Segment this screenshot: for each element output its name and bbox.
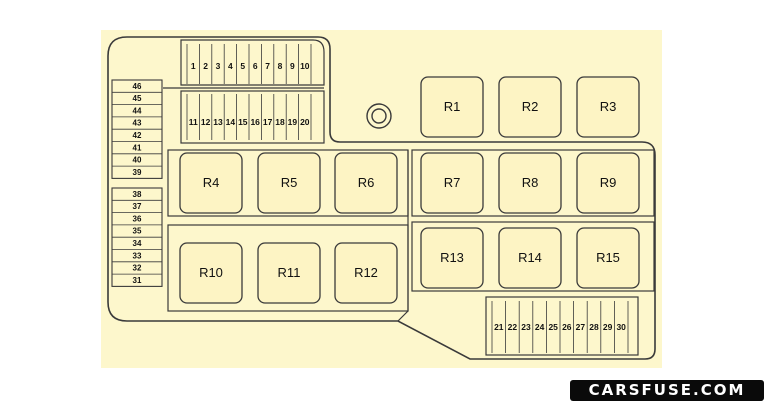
fuse-32-label: 32	[133, 264, 142, 273]
fuse-20-label: 20	[300, 117, 310, 127]
fuse-7-label: 7	[265, 61, 270, 71]
fuse-25-label: 25	[548, 322, 558, 332]
relay-label: R15	[596, 250, 620, 265]
fuse-28-label: 28	[589, 322, 599, 332]
relay-label: R7	[444, 175, 461, 190]
fuse-12-label: 12	[201, 117, 211, 127]
relay-r10: R10	[179, 242, 243, 304]
relay-r8: R8	[498, 152, 562, 214]
fuse-5-label: 5	[240, 61, 245, 71]
relay-r7: R7	[420, 152, 484, 214]
fuse-29-label: 29	[603, 322, 613, 332]
fuse-17-label: 17	[263, 117, 273, 127]
fuse-8-label: 8	[278, 61, 283, 71]
relay-r4: R4	[179, 152, 243, 214]
relay-r14: R14	[498, 227, 562, 289]
fuse-3-label: 3	[216, 61, 221, 71]
fuse-42-label: 42	[133, 131, 142, 140]
fuse-6-label: 6	[253, 61, 258, 71]
fuse-11-label: 11	[189, 117, 198, 127]
relay-label: R1	[444, 99, 461, 114]
fuse-23-label: 23	[521, 322, 531, 332]
fuse-33-label: 33	[133, 251, 142, 260]
fuse-31-label: 31	[133, 276, 142, 285]
fuse-16-label: 16	[250, 117, 260, 127]
relay-r11: R11	[257, 242, 321, 304]
fuse-15-label: 15	[238, 117, 248, 127]
relay-r9: R9	[576, 152, 640, 214]
fuse-38-label: 38	[133, 190, 142, 199]
relay-label: R4	[203, 175, 220, 190]
relay-r13: R13	[420, 227, 484, 289]
relay-r5: R5	[257, 152, 321, 214]
relay-label: R13	[440, 250, 464, 265]
fuse-24-label: 24	[535, 322, 545, 332]
fuse-46-label: 46	[133, 82, 142, 91]
relay-r12: R12	[334, 242, 398, 304]
mounting-stud-icon	[366, 103, 392, 129]
fuse-40-label: 40	[133, 156, 142, 165]
fuse-22-label: 22	[508, 322, 518, 332]
watermark-logo: CARSFUSE.COM	[570, 380, 764, 401]
relay-r6: R6	[334, 152, 398, 214]
fuse-4-label: 4	[228, 61, 233, 71]
relay-r15: R15	[576, 227, 640, 289]
relay-label: R9	[600, 175, 617, 190]
fuse-41-label: 41	[133, 143, 142, 152]
fuse-19-label: 19	[288, 117, 298, 127]
fuse-39-label: 39	[133, 168, 142, 177]
fuse-36-label: 36	[133, 214, 142, 223]
side-fuse-block: 46 45 44 43 42 41 40 39 38 37 36 35 34 33 32 31	[111, 79, 163, 287]
fuse-27-label: 27	[576, 322, 586, 332]
relay-label: R6	[358, 175, 375, 190]
fuse-10-label: 10	[300, 61, 310, 71]
fuse-30-label: 30	[616, 322, 626, 332]
relay-label: R11	[278, 265, 301, 280]
fuse-18-label: 18	[275, 117, 285, 127]
relay-r1: R1	[420, 76, 484, 138]
fuse-43-label: 43	[133, 119, 142, 128]
fuse-14-label: 14	[226, 117, 236, 127]
fuse-37-label: 37	[133, 202, 142, 211]
relay-label: R3	[600, 99, 617, 114]
fuse-45-label: 45	[133, 94, 142, 103]
fuse-13-label: 13	[213, 117, 223, 127]
relay-label: R14	[518, 250, 542, 265]
fuse-2-label: 2	[203, 61, 208, 71]
relay-section-frames	[167, 149, 655, 322]
fuse-34-label: 34	[133, 239, 142, 248]
fuse-21-label: 21	[494, 322, 504, 332]
fuse-1-label: 1	[191, 61, 196, 71]
fuse-9-label: 9	[290, 61, 295, 71]
fuse-44-label: 44	[133, 106, 142, 115]
relay-label: R10	[199, 265, 223, 280]
relay-label: R5	[281, 175, 298, 190]
fuse-26-label: 26	[562, 322, 572, 332]
fuse-box-outline	[107, 36, 656, 360]
relay-r2: R2	[498, 76, 562, 138]
fuse-35-label: 35	[133, 227, 142, 236]
relay-r3: R3	[576, 76, 640, 138]
relay-label: R8	[522, 175, 539, 190]
relay-label: R2	[522, 99, 539, 114]
relay-label: R12	[354, 265, 378, 280]
